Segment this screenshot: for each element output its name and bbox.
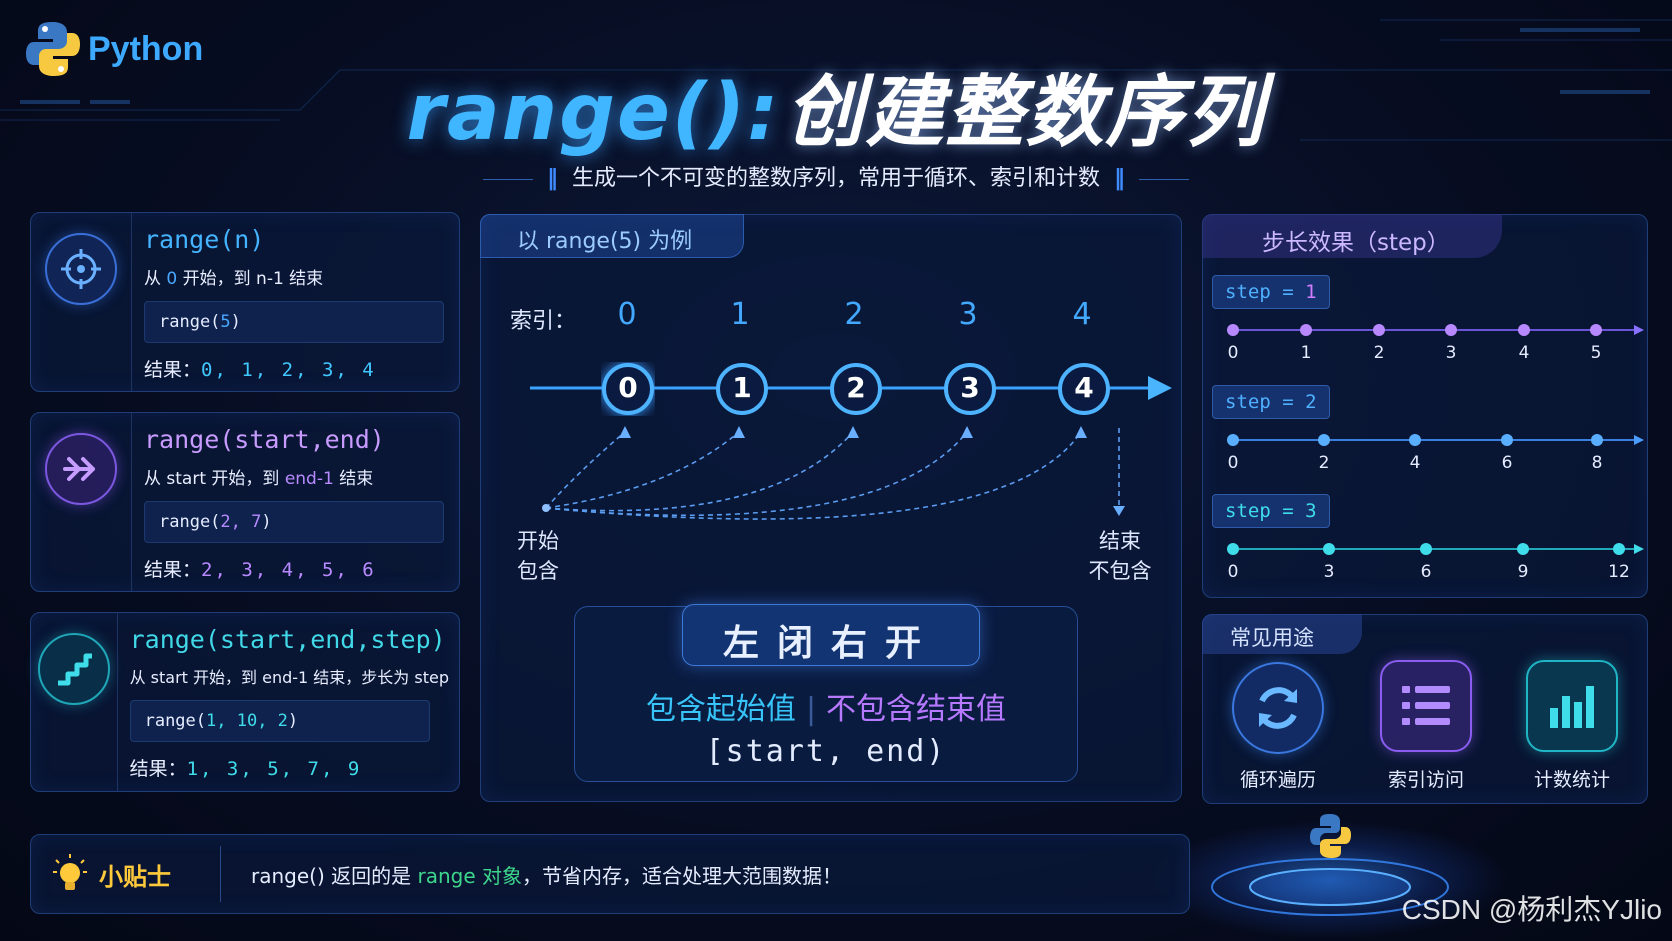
result: 结果：2, 3, 4, 5, 6 — [144, 559, 376, 581]
subtitle: ‖生成一个不可变的整数序列，常用于循环、索引和计数‖ — [0, 160, 1672, 192]
range-node-4: 4 — [1057, 362, 1111, 420]
tip-title: 小贴士 — [99, 862, 171, 891]
rule-title: 左闭右开 — [682, 604, 980, 666]
use-label-loop: 循环遍历 — [1239, 769, 1316, 791]
tip-text: range() 返回的是 range 对象，节省内存，适合处理大范围数据！ — [251, 863, 842, 888]
title-function: range(): — [406, 68, 781, 158]
result: 结果：1, 3, 5, 7, 9 — [129, 758, 362, 780]
function-name: range(start,end,step) — [129, 625, 446, 654]
code-example: range(2, 7) — [144, 501, 444, 543]
step-badge-1: step = 1 — [1212, 275, 1330, 309]
index-3: 3 — [958, 297, 978, 332]
start-label: 开始包含 — [517, 529, 559, 583]
watermark: CSDN @杨利杰YJlio — [1401, 894, 1662, 925]
index-4: 4 — [1072, 297, 1092, 332]
step-lines — [1227, 324, 1644, 555]
range-node-0: 0 — [601, 362, 655, 420]
python-logo-icon — [26, 22, 80, 76]
bar-chart-icon — [1526, 660, 1618, 752]
range-node-1: 1 — [715, 362, 769, 420]
result: 结果：0, 1, 2, 3, 4 — [144, 359, 376, 381]
rule-description: 包含起始值|不包含结束值 — [645, 692, 1007, 727]
step1-tick-0: 0 — [1227, 343, 1239, 363]
refresh-icon — [1232, 662, 1324, 754]
tip-bar: 小贴士 range() 返回的是 range 对象，节省内存，适合处理大范围数据… — [30, 834, 1190, 914]
step1-tick-3: 3 — [1445, 343, 1457, 363]
step3-tick-3: 9 — [1517, 562, 1529, 582]
step2-tick-1: 2 — [1318, 453, 1330, 473]
range-node-2: 2 — [829, 362, 883, 420]
range-node-3: 3 — [943, 362, 997, 420]
card-range-n: range(n) 从 0 开始，到 n-1 结束 range(5) 结果：0, … — [30, 212, 460, 392]
page-title: range(): 创建整数序列 — [0, 50, 1672, 162]
index-2: 2 — [844, 297, 864, 332]
card-range-start-end-step: range(start,end,step) 从 start 开始，到 end-1… — [30, 612, 460, 792]
step2-tick-0: 0 — [1227, 453, 1239, 473]
code-example: range(1, 10, 2) — [129, 700, 430, 742]
card-range-start-end: range(start,end) 从 start 开始，到 end-1 结束 r… — [30, 412, 460, 592]
step3-tick-4: 12 — [1608, 562, 1630, 582]
list-icon — [1380, 660, 1472, 752]
end-label: 结束不包含 — [1088, 529, 1152, 583]
platform-rings — [1211, 814, 1449, 916]
subtitle-text: 生成一个不可变的整数序列，常用于循环、索引和计数 — [571, 166, 1100, 191]
step-badge-2: step = 2 — [1212, 385, 1330, 419]
index-1: 1 — [730, 297, 750, 332]
step-effect-title: 步长效果（step） — [1202, 214, 1502, 258]
step2-tick-4: 8 — [1591, 453, 1603, 473]
double-arrow-icon — [45, 433, 117, 505]
step1-tick-2: 2 — [1373, 343, 1385, 363]
lightbulb-icon — [53, 854, 87, 890]
index-label: 索引： — [510, 309, 577, 334]
step1-tick-1: 1 — [1300, 343, 1312, 363]
title-chinese: 创建整数序列 — [785, 68, 1266, 158]
axis-arrow — [1148, 376, 1172, 400]
function-desc: 从 start 开始，到 end-1 结束，步长为 step — [129, 668, 449, 687]
code-example: range(5) — [144, 301, 444, 343]
use-label-count: 计数统计 — [1533, 769, 1610, 791]
step1-tick-4: 4 — [1518, 343, 1530, 363]
function-name: range(start,end) — [144, 425, 385, 454]
index-0: 0 — [617, 297, 637, 332]
function-desc: 从 start 开始，到 end-1 结束 — [144, 469, 374, 489]
step3-tick-2: 6 — [1420, 562, 1432, 582]
logo-text: Python — [88, 29, 204, 68]
rule-interval: [start, end) — [705, 734, 947, 769]
step1-tick-5: 5 — [1590, 343, 1602, 363]
step2-tick-2: 4 — [1409, 453, 1421, 473]
function-name: range(n) — [144, 225, 265, 254]
target-icon — [45, 233, 117, 305]
use-label-index: 索引访问 — [1387, 769, 1464, 791]
function-desc: 从 0 开始，到 n-1 结束 — [144, 269, 324, 289]
step-badge-3: step = 3 — [1212, 494, 1330, 528]
step3-tick-1: 3 — [1323, 562, 1335, 582]
stairs-icon — [37, 633, 110, 705]
step3-tick-0: 0 — [1227, 562, 1239, 582]
python-logo: Python — [26, 20, 203, 78]
example-tab: 以 range(5) 为例 — [480, 214, 744, 258]
step2-tick-3: 6 — [1501, 453, 1513, 473]
common-uses-title: 常见用途 — [1202, 614, 1362, 654]
